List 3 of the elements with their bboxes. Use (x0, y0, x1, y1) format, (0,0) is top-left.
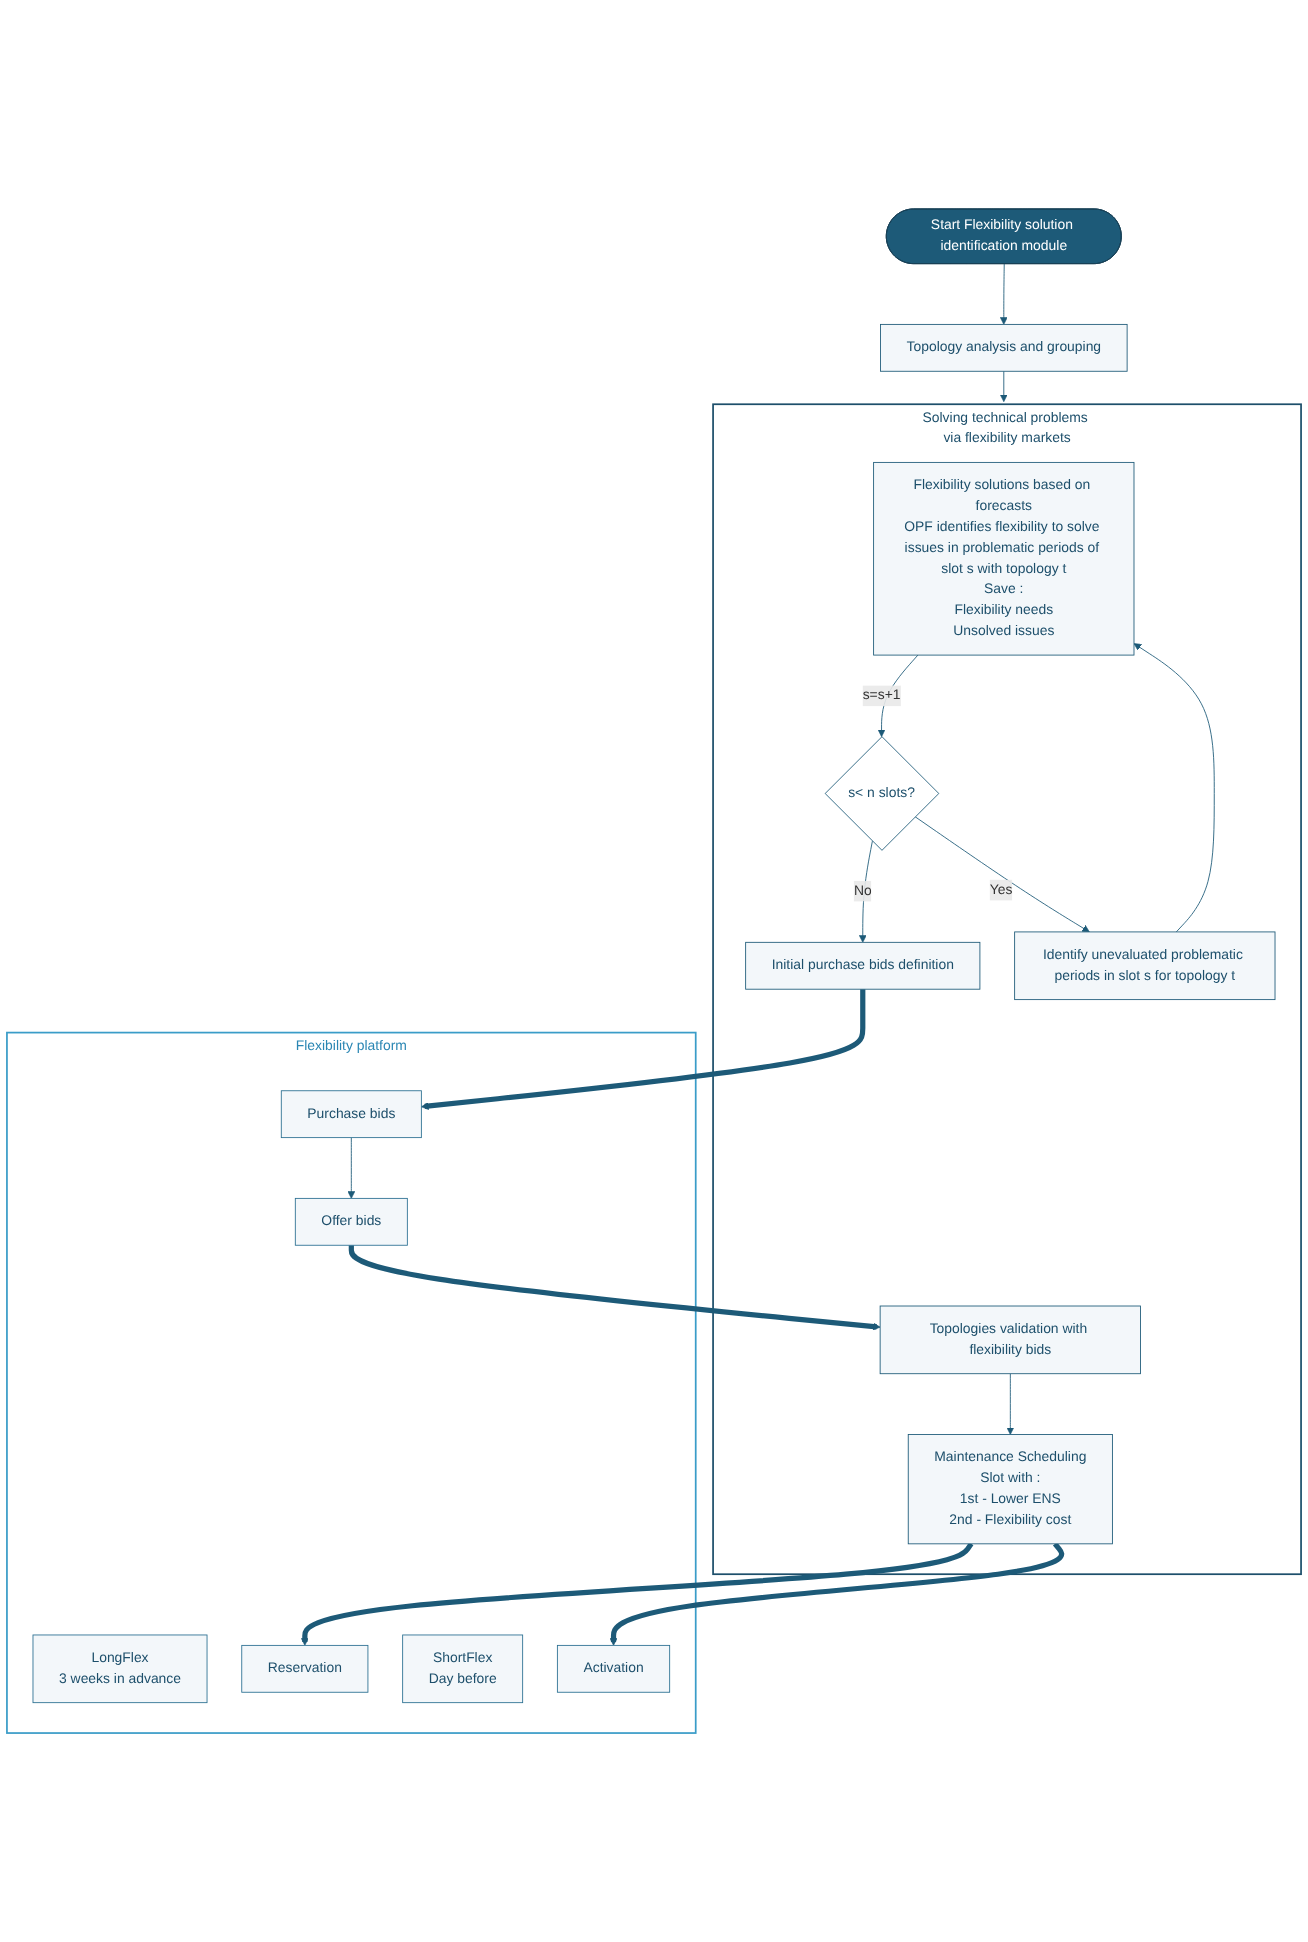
arrow (301, 1542, 974, 1646)
arrow (609, 1542, 1064, 1646)
arrow (421, 989, 866, 1110)
